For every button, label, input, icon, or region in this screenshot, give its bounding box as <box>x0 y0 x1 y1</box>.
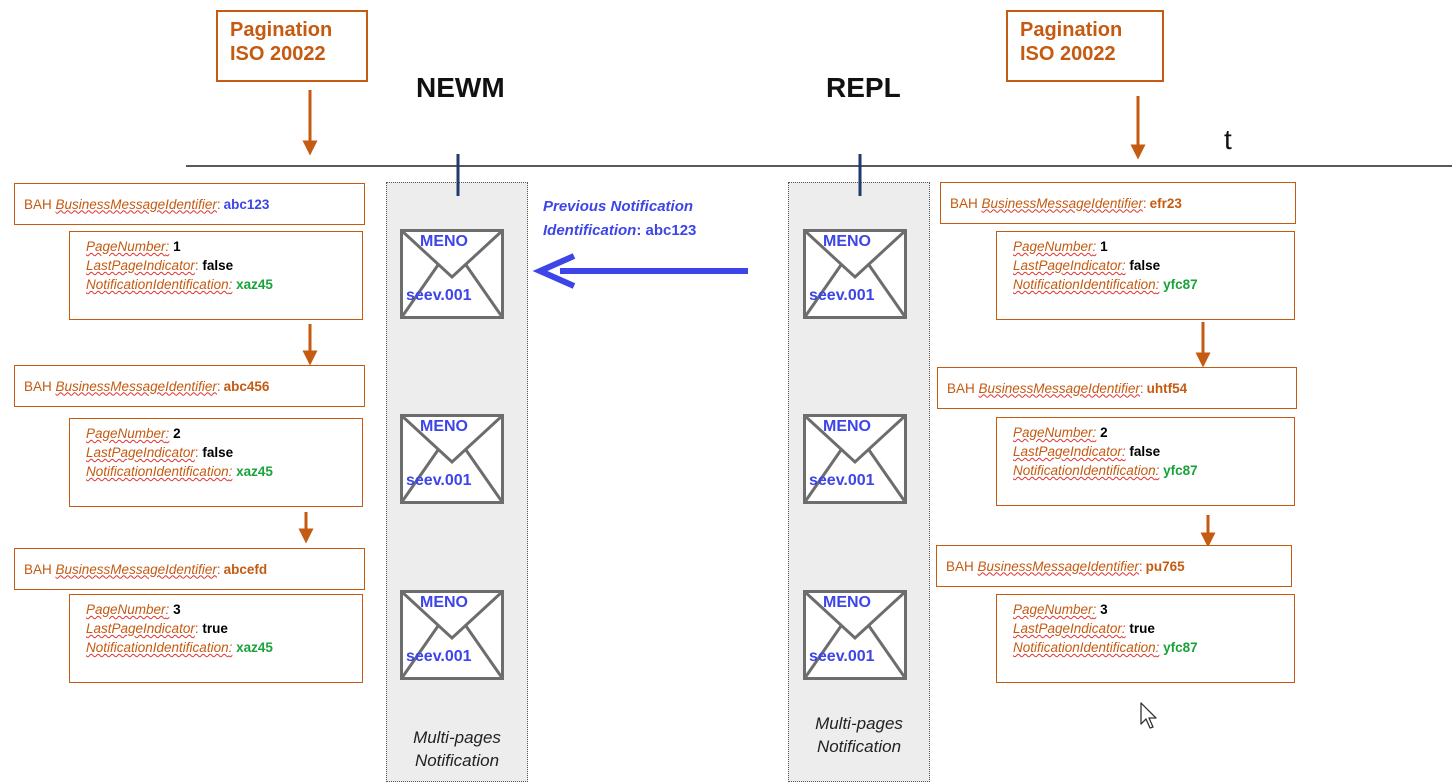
bah-id: pu765 <box>1145 558 1185 574</box>
envelope-msg: seev.001 <box>809 648 875 665</box>
envelope-label: MENO <box>823 233 871 250</box>
envelope-newm-1: MENO seev.001 <box>400 229 504 319</box>
prev-line1: Previous Notification <box>543 198 694 215</box>
envelope-newm-2: MENO seev.001 <box>400 414 504 504</box>
last-page-indicator: false <box>202 258 234 273</box>
bah-box-newm-2: BAH BusinessMessageIdentifier: abc456 <box>14 365 365 407</box>
page-number: 3 <box>173 602 181 617</box>
envelope-label: MENO <box>420 594 468 611</box>
envelope-label: MENO <box>420 233 468 250</box>
prev-line2-label: Identification <box>543 222 637 239</box>
envelope-label: MENO <box>420 418 468 435</box>
envelope-repl-2: MENO seev.001 <box>803 414 907 504</box>
page-box-newm-1: PageNumber: 1 LastPageIndicator: false N… <box>69 231 363 320</box>
last-page-indicator: false <box>202 445 234 460</box>
bah-id: uhtf54 <box>1146 380 1188 396</box>
bah-id: abcefd <box>223 561 268 577</box>
bah-box-repl-3: BAH BusinessMessageIdentifier: pu765 <box>936 545 1292 587</box>
newm-caption: Multi-pages Notification <box>413 728 501 770</box>
envelope-repl-3: MENO seev.001 <box>803 590 907 680</box>
page-box-repl-3: PageNumber: 3 LastPageIndicator: true No… <box>996 594 1295 683</box>
bah-id: abc456 <box>223 378 270 394</box>
page-number: 2 <box>173 426 181 441</box>
notification-id: xaz45 <box>236 277 273 292</box>
previous-notification-label: Previous Notification Identification: ab… <box>543 198 697 239</box>
page-box-newm-3: PageNumber: 3 LastPageIndicator: true No… <box>69 594 363 683</box>
repl-heading: REPL <box>826 72 901 103</box>
page-box-repl-1: PageNumber: 1 LastPageIndicator: false N… <box>996 231 1295 320</box>
pagination-box-right: Pagination ISO 20022 <box>1006 10 1164 82</box>
page-box-repl-2: PageNumber: 2 LastPageIndicator: false N… <box>996 417 1295 506</box>
last-page-indicator: false <box>1129 258 1161 273</box>
page-box-newm-2: PageNumber: 2 LastPageIndicator: false N… <box>69 418 363 507</box>
page-number: 1 <box>173 239 181 254</box>
pagination-box-left: Pagination ISO 20022 <box>216 10 368 82</box>
newm-heading: NEWM <box>416 72 505 103</box>
notification-id: xaz45 <box>236 640 273 655</box>
time-axis-label: t <box>1224 124 1232 155</box>
bah-box-repl-1: BAH BusinessMessageIdentifier: efr23 <box>940 182 1296 224</box>
page-number: 2 <box>1100 425 1108 440</box>
notification-id: yfc87 <box>1163 640 1198 655</box>
page-number: 3 <box>1100 602 1108 617</box>
envelope-msg: seev.001 <box>406 472 472 489</box>
bah-id: abc123 <box>223 196 270 212</box>
last-page-indicator: true <box>202 621 228 636</box>
envelope-msg: seev.001 <box>406 648 472 665</box>
envelope-msg: seev.001 <box>809 287 875 304</box>
envelope-label: MENO <box>823 418 871 435</box>
prev-notification-id: abc123 <box>645 222 697 239</box>
pagination-standard: ISO 20022 <box>230 43 326 65</box>
pagination-standard: ISO 20022 <box>1020 43 1116 65</box>
bah-id: efr23 <box>1149 195 1182 211</box>
pagination-label: Pagination <box>230 19 333 41</box>
envelope-repl-1: MENO seev.001 <box>803 229 907 319</box>
bah-box-newm-1: BAH BusinessMessageIdentifier: abc123 <box>14 183 365 225</box>
pagination-label: Pagination <box>1020 19 1123 41</box>
notification-id: yfc87 <box>1163 277 1198 292</box>
envelope-label: MENO <box>823 594 871 611</box>
envelope-msg: seev.001 <box>406 287 472 304</box>
envelope-msg: seev.001 <box>809 472 875 489</box>
notification-id: xaz45 <box>236 464 273 479</box>
last-page-indicator: false <box>1129 444 1161 459</box>
page-number: 1 <box>1100 239 1108 254</box>
notification-id: yfc87 <box>1163 463 1198 478</box>
last-page-indicator: true <box>1129 621 1155 636</box>
envelope-newm-3: MENO seev.001 <box>400 590 504 680</box>
mouse-cursor-icon <box>1140 702 1157 729</box>
bah-box-newm-3: BAH BusinessMessageIdentifier: abcefd <box>14 548 365 590</box>
bah-box-repl-2: BAH BusinessMessageIdentifier: uhtf54 <box>937 367 1297 409</box>
repl-caption: Multi-pages Notification <box>815 714 903 756</box>
